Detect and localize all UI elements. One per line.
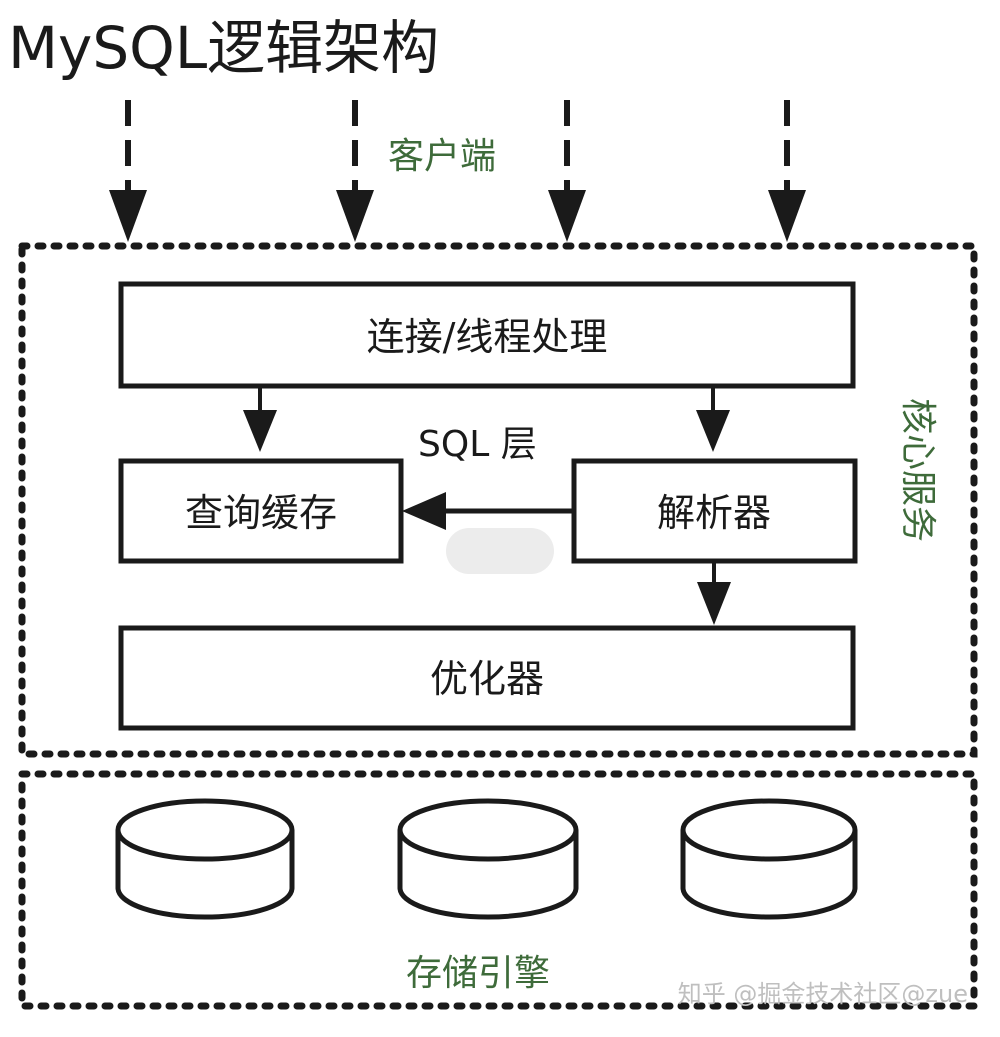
sql-layer-label: SQL 层 <box>418 424 537 465</box>
connection-thread-label: 连接/线程处理 <box>367 315 608 359</box>
optimizer-box <box>118 625 856 731</box>
client-arrows <box>109 100 806 242</box>
client-label: 客户端 <box>388 136 496 177</box>
client-arrow-4 <box>768 100 806 242</box>
optimizer-label: 优化器 <box>430 657 544 701</box>
watermark: 知乎 @掘金技术社区@zue <box>678 980 968 1008</box>
arrow-parser-to-cache <box>402 492 572 530</box>
client-arrow-3 <box>548 100 586 242</box>
storage-cylinder-3 <box>680 798 858 920</box>
client-arrow-1 <box>109 100 147 242</box>
storage-engine-label: 存储引擎 <box>406 953 550 994</box>
core-service-label: 核心服务 <box>897 398 938 542</box>
arrow-parser-to-optimizer <box>697 561 731 625</box>
parser-label: 解析器 <box>657 491 771 535</box>
storage-cylinder-2 <box>397 798 579 920</box>
core-service-container <box>18 242 978 758</box>
svg-text:核心服务: 核心服务 <box>897 398 938 542</box>
parser-box <box>571 458 858 564</box>
client-arrow-2 <box>336 100 374 242</box>
blur-patch <box>446 528 554 574</box>
diagram-title: MySQL逻辑架构 <box>8 14 439 82</box>
arrow-connection-to-cache <box>243 386 277 452</box>
connection-thread-box <box>118 281 856 389</box>
storage-cylinder-1 <box>115 798 295 920</box>
query-cache-label: 查询缓存 <box>185 491 337 535</box>
query-cache-box <box>118 458 404 564</box>
arrow-connection-to-parser <box>696 386 730 452</box>
